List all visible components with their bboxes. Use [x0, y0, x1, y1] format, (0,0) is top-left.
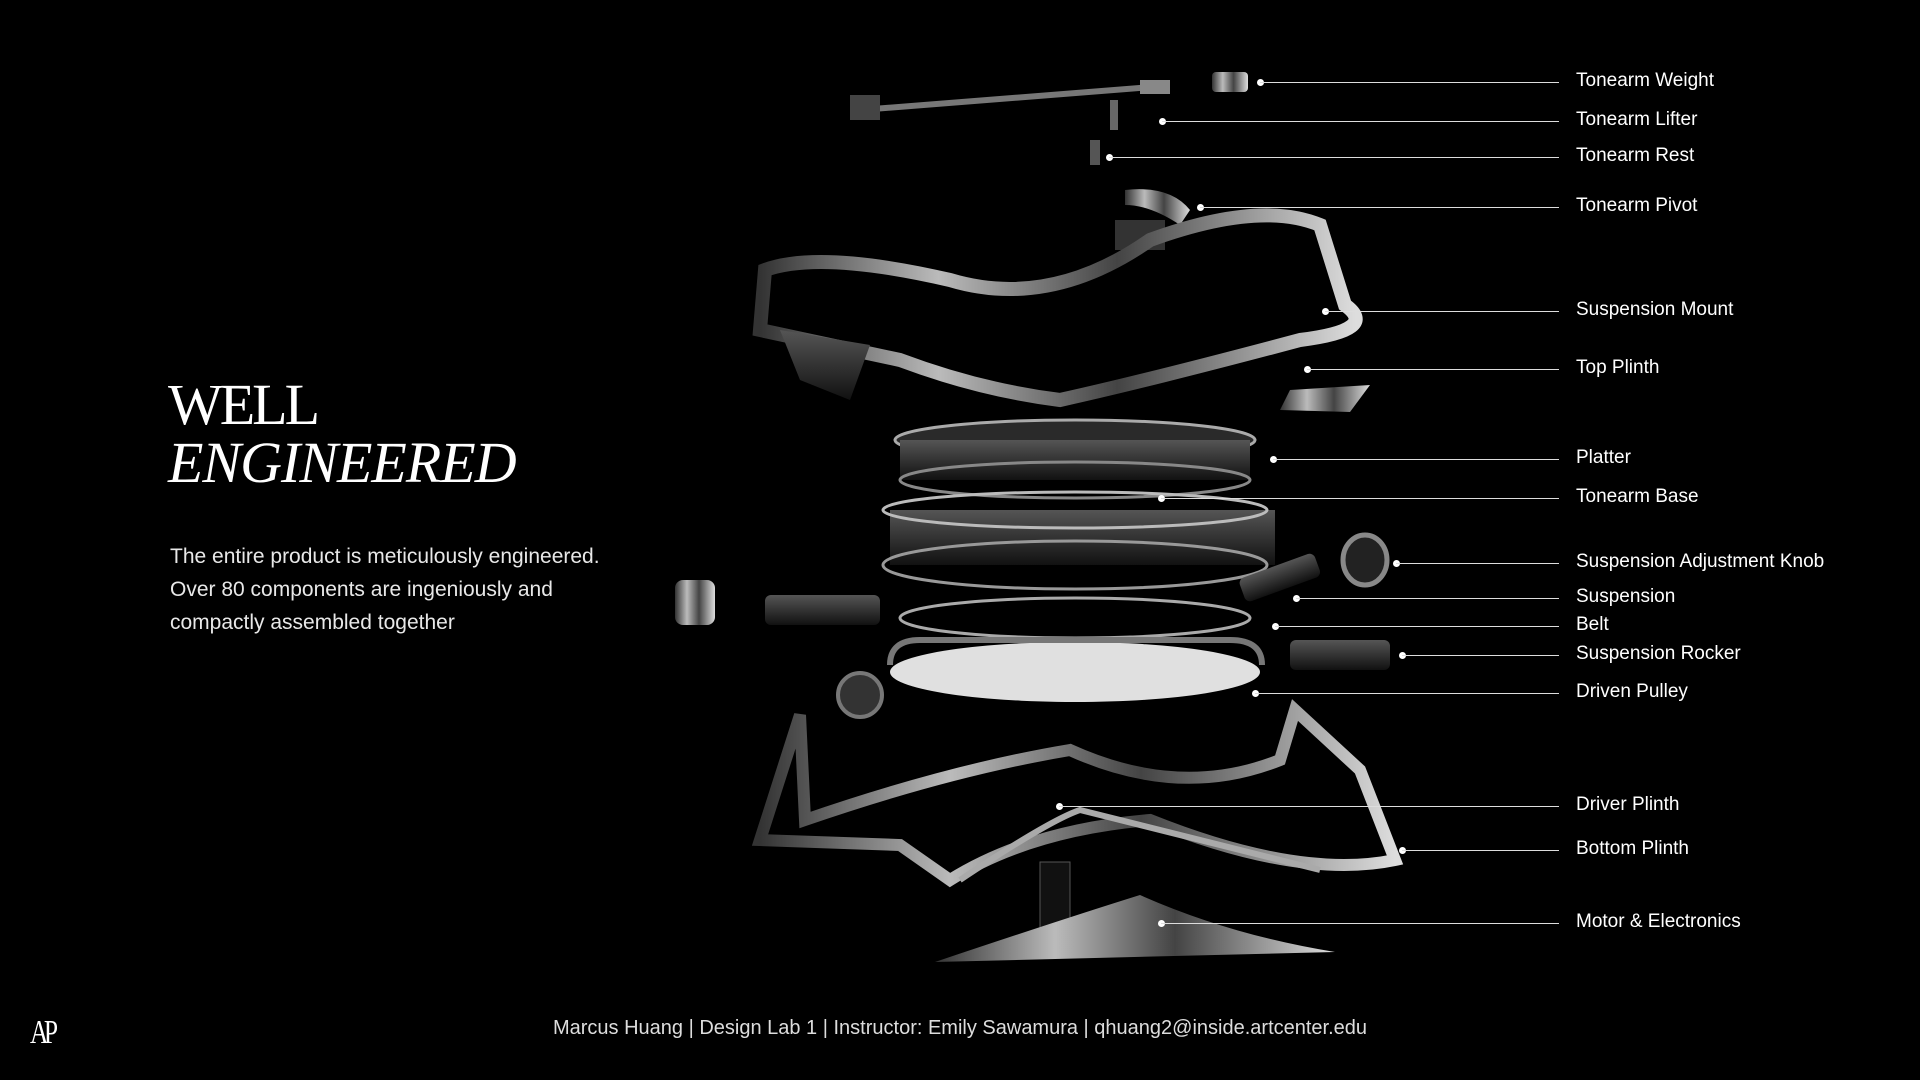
callout-line	[1402, 655, 1559, 656]
callout-line	[1109, 157, 1559, 158]
callout-line	[1260, 82, 1559, 83]
callout-label: Tonearm Weight	[1576, 70, 1714, 91]
callout-line	[1255, 693, 1559, 694]
callout-line	[1059, 806, 1559, 807]
callout-line	[1162, 121, 1559, 122]
callout-label: Suspension Rocker	[1576, 643, 1741, 664]
callout-label: Suspension Adjustment Knob	[1576, 551, 1825, 572]
heading-line-2: ENGINEERED	[168, 430, 517, 495]
callout-line	[1161, 498, 1559, 499]
callout-label: Platter	[1576, 447, 1631, 468]
description-line: compactly assembled together	[170, 611, 455, 634]
callout-line	[1275, 626, 1559, 627]
description-line: Over 80 components are ingeniously and	[170, 578, 553, 601]
callout-label: Tonearm Base	[1576, 486, 1699, 507]
callout-line	[1161, 923, 1559, 924]
callout-label: Driven Pulley	[1576, 681, 1688, 702]
motor-electronics	[935, 861, 1335, 962]
callout-label: Suspension Mount	[1576, 299, 1734, 320]
callout-label: Tonearm Pivot	[1576, 195, 1698, 216]
callout-label: Belt	[1576, 614, 1609, 635]
description-line: The entire product is meticulously engin…	[170, 545, 600, 568]
description: The entire product is meticulously engin…	[170, 540, 670, 639]
callout-label: Motor & Electronics	[1576, 911, 1741, 932]
callout-line	[1396, 563, 1559, 564]
platter	[881, 418, 1275, 702]
callout-line	[1296, 598, 1559, 599]
callout-label: Top Plinth	[1576, 357, 1660, 378]
callout-label: Driver Plinth	[1576, 794, 1680, 815]
callout-line	[1273, 459, 1559, 460]
suspension-parts	[675, 532, 1390, 719]
top-plinth	[752, 208, 1370, 412]
callout-label: Tonearm Rest	[1576, 145, 1695, 166]
heading-line-1: WELL	[168, 372, 320, 437]
callout-line	[1402, 850, 1559, 851]
callout-line	[1200, 207, 1559, 208]
callout-line	[1307, 369, 1559, 370]
callout-label: Bottom Plinth	[1576, 838, 1689, 859]
footer-credits: Marcus Huang | Design Lab 1 | Instructor…	[552, 1017, 1368, 1039]
callout-line	[1325, 311, 1559, 312]
bottom-plinth	[751, 699, 1404, 888]
callout-label: Tonearm Lifter	[1576, 109, 1698, 130]
callout-label: Suspension	[1576, 586, 1676, 607]
ap-logo: AP	[30, 1014, 58, 1051]
